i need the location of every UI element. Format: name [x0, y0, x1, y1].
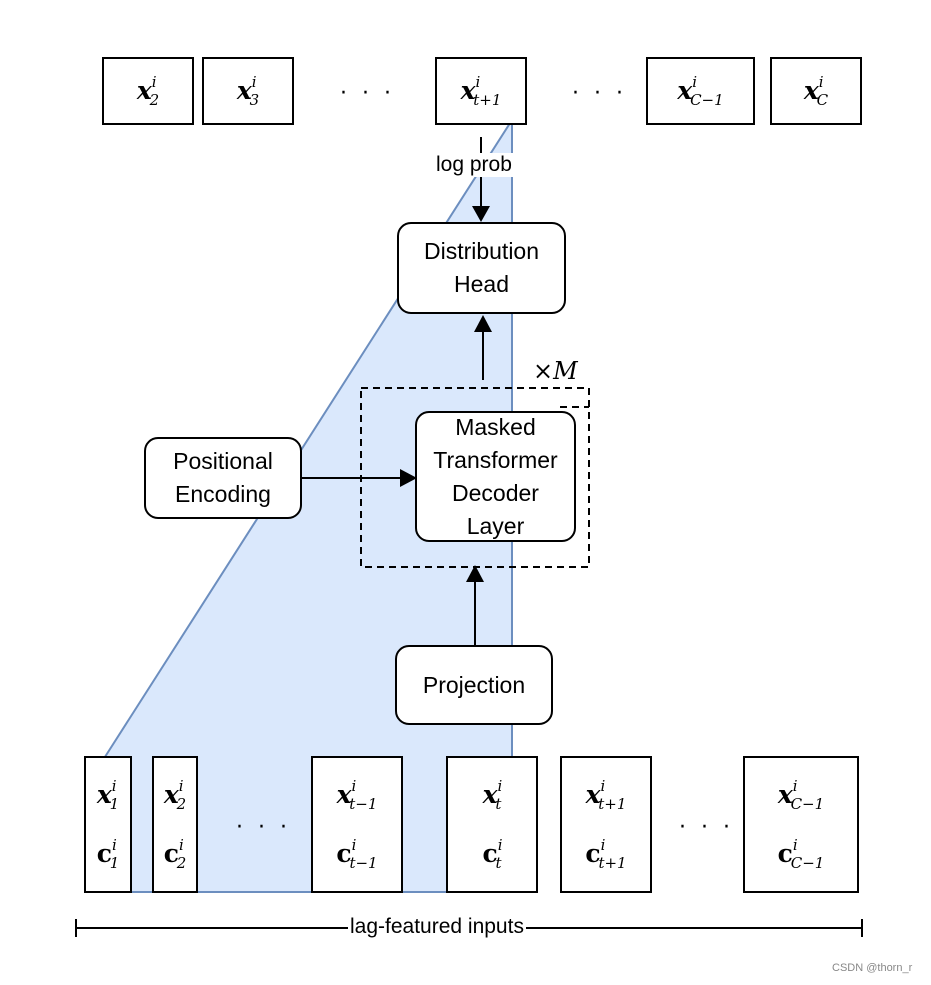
- output-token: xiC−1: [677, 73, 724, 109]
- input-ellipsis-right: · · ·: [679, 815, 734, 840]
- input-c: ci2: [163, 835, 187, 872]
- input-token-box: xi2 ci2: [152, 756, 198, 893]
- output-token-box: xiC: [770, 57, 862, 125]
- output-token: xiC: [803, 73, 829, 109]
- output-token-box: xiC−1: [646, 57, 755, 125]
- posenc-to-decoder-arrowhead: [400, 469, 417, 487]
- output-ellipsis-right: · · ·: [572, 81, 627, 106]
- output-token: xi2: [136, 73, 160, 109]
- distribution-head-line2: Head: [454, 271, 509, 297]
- decoder-line2: Transformer: [433, 446, 558, 473]
- positional-encoding-line1: Positional: [173, 448, 273, 474]
- input-token-box: xiC−1 ciC−1: [743, 756, 859, 893]
- output-token-box: xit+1: [435, 57, 527, 125]
- input-token-box: xit−1 cit−1: [311, 756, 403, 893]
- lag-featured-inputs-label: lag-featured inputs: [348, 915, 526, 939]
- input-ellipsis-left: · · ·: [236, 815, 291, 840]
- input-x: xiC−1: [777, 777, 825, 814]
- output-token: xit+1: [460, 73, 502, 109]
- output-token-box: xi3: [202, 57, 294, 125]
- input-c: ciC−1: [777, 835, 825, 872]
- input-x: xi1: [96, 777, 120, 814]
- positional-encoding-box: Positional Encoding: [144, 437, 302, 519]
- decoder-layer-box: Masked Transformer Decoder Layer: [415, 411, 576, 542]
- input-c: ci1: [96, 835, 120, 872]
- input-x: xit+1: [585, 777, 627, 814]
- positional-encoding-line2: Encoding: [175, 481, 271, 507]
- output-ellipsis-left: · · ·: [340, 81, 395, 106]
- input-x: xit: [482, 777, 503, 814]
- projection-to-decoder-arrowhead: [466, 565, 484, 582]
- input-c: cit+1: [585, 835, 627, 872]
- projection-box: Projection: [395, 645, 553, 725]
- watermark: CSDN @thorn_r: [832, 962, 913, 974]
- log-prob-label: log prob: [434, 153, 514, 177]
- projection-label: Projection: [422, 671, 526, 698]
- repeat-count-label: ×M: [533, 357, 578, 385]
- distribution-head-box: Distribution Head: [397, 222, 566, 314]
- input-token-box: xi1 ci1: [84, 756, 132, 893]
- output-token: xi3: [236, 73, 260, 109]
- distribution-head-line1: Distribution: [423, 238, 540, 264]
- decoder-line3: Decoder: [452, 479, 539, 506]
- input-token-box: xit cit: [446, 756, 538, 893]
- input-c: cit: [482, 835, 503, 872]
- log-prob-arrowhead: [472, 206, 490, 222]
- decoder-to-head-arrowhead: [474, 315, 492, 332]
- input-x: xi2: [163, 777, 187, 814]
- input-c: cit−1: [336, 835, 378, 872]
- decoder-line4: Layer: [466, 512, 525, 539]
- input-token-box: xit+1 cit+1: [560, 756, 652, 893]
- output-token-box: xi2: [102, 57, 194, 125]
- decoder-line1: Masked: [455, 413, 536, 440]
- input-x: xit−1: [336, 777, 378, 814]
